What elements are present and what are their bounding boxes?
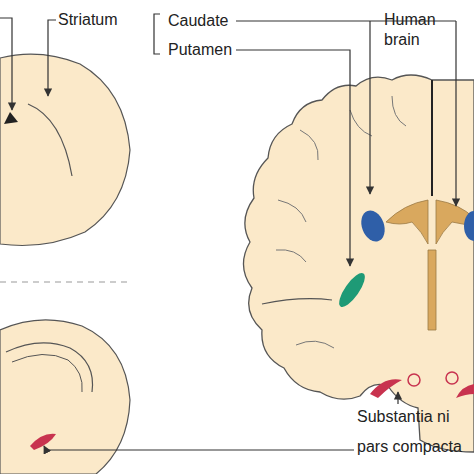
- leader-line: [369, 21, 370, 194]
- leader-line: [44, 446, 354, 450]
- leader-line: [455, 21, 456, 206]
- rodent-hippocampus: [12, 354, 82, 392]
- panel-title: Human brain: [384, 10, 474, 50]
- leader-line: [0, 18, 12, 110]
- leader-line: [397, 392, 398, 404]
- lateral-fissure: [262, 299, 332, 304]
- bracket: [154, 14, 160, 54]
- red-nucleus-shape: [446, 372, 458, 384]
- putamen-shape: [335, 270, 369, 311]
- structure-label: Putamen: [168, 40, 232, 60]
- red-nucleus-shape: [408, 374, 420, 386]
- longitudinal-fissure: [431, 80, 433, 196]
- human-brain-section: [243, 75, 474, 452]
- rodent-section-bottom: [0, 320, 130, 474]
- leader-line: [48, 20, 56, 96]
- caudate-shape: [357, 207, 389, 245]
- substantia-nigra-shape: [456, 384, 474, 398]
- lateral-ventricle: [386, 200, 428, 244]
- third-ventricle: [428, 250, 436, 330]
- rodent-ventricle: [4, 112, 18, 124]
- rodent-section-top: [0, 54, 130, 245]
- leader-line: [236, 50, 350, 266]
- structure-label: Striatum: [58, 10, 118, 30]
- structure-label: Substantia ni pars compacta: [357, 402, 469, 462]
- rodent-substantia-nigra: [30, 434, 56, 450]
- rodent-striatum-outline: [28, 104, 72, 176]
- rodent-hippocampus: [6, 343, 93, 392]
- separator-line: [0, 282, 130, 283]
- caudate-shape: [464, 211, 474, 241]
- substantia-nigra-shape: [370, 379, 402, 398]
- structure-label: Caudate: [168, 11, 229, 31]
